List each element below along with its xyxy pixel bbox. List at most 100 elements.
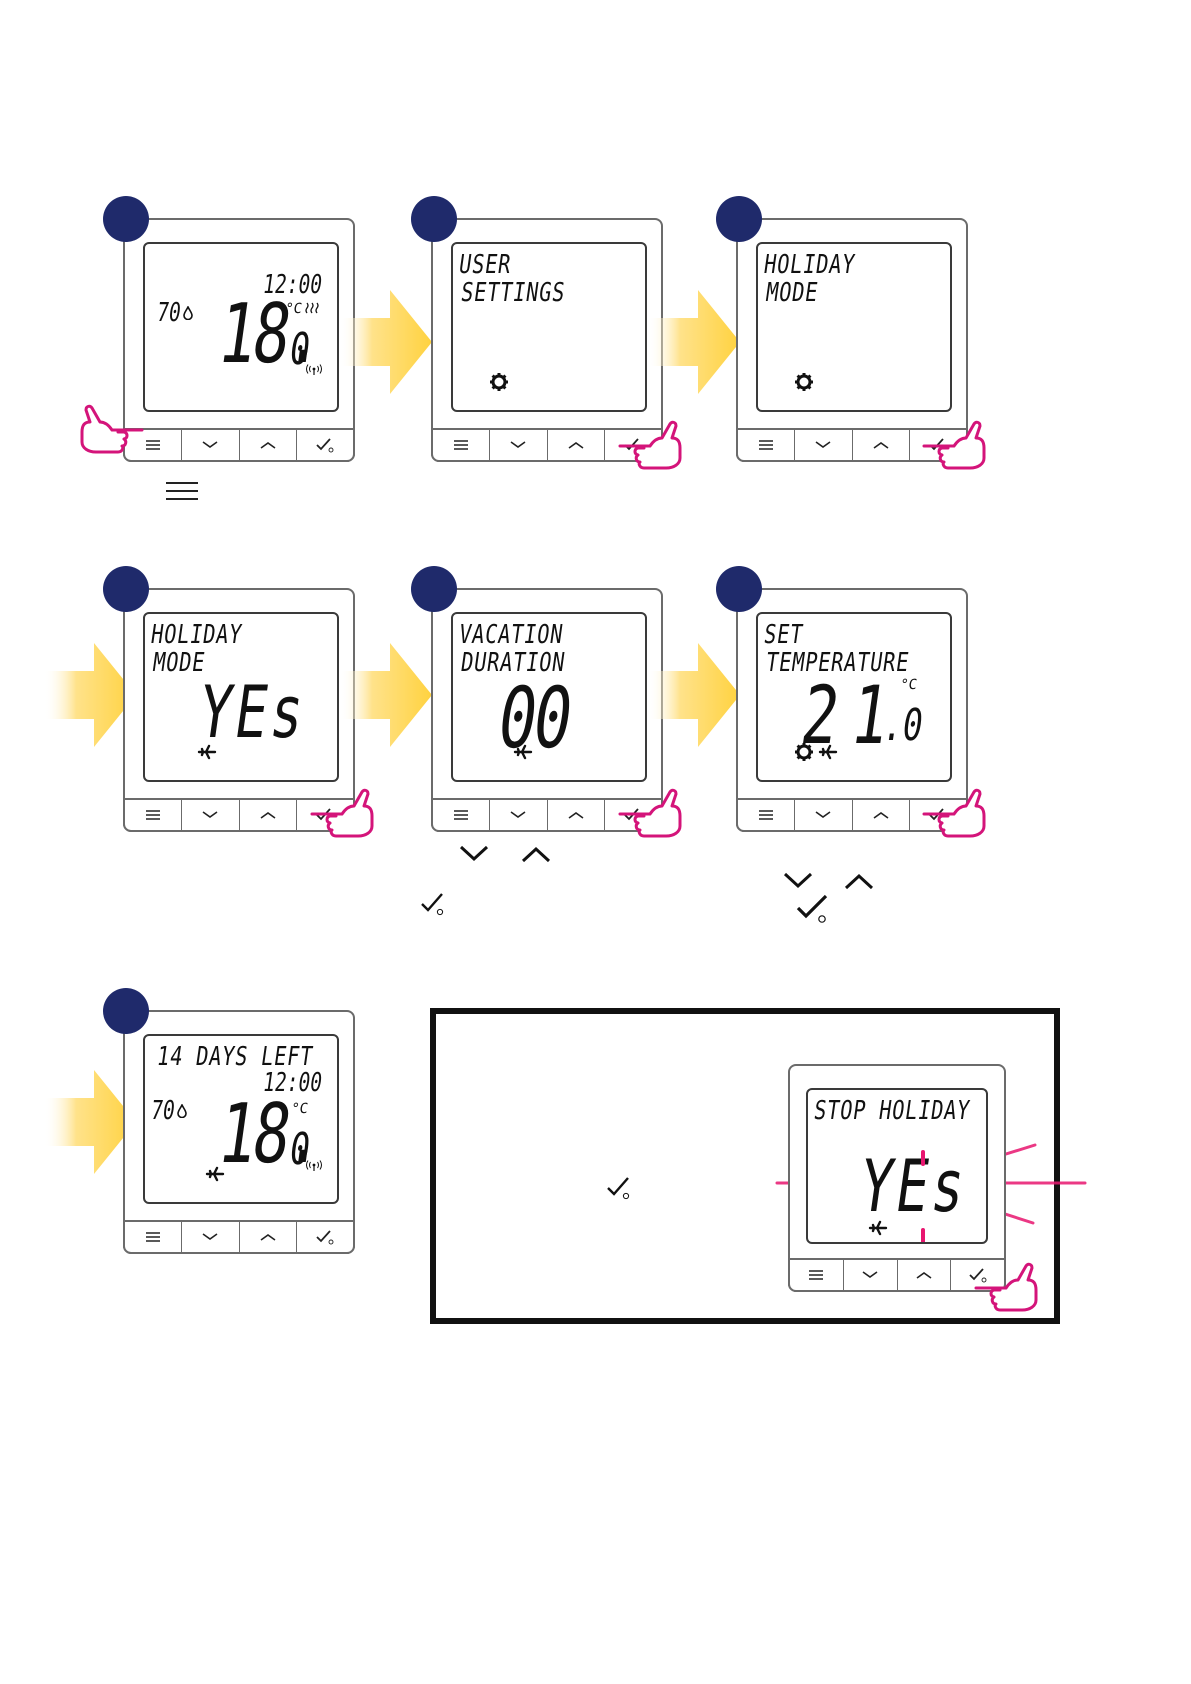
chevron-up-icon bbox=[567, 440, 585, 450]
check-power-icon bbox=[315, 1229, 335, 1245]
screen-line-1: 14 DAYS LEFT bbox=[155, 1044, 315, 1070]
down-button[interactable] bbox=[844, 1260, 898, 1290]
down-button[interactable] bbox=[182, 800, 239, 830]
flash-rays bbox=[908, 1150, 938, 1244]
menu-button[interactable] bbox=[125, 1222, 182, 1252]
thermostat-step-1: 12:00 70 18. 0 °C bbox=[123, 218, 355, 462]
down-button[interactable] bbox=[795, 430, 852, 460]
unit-label: °C bbox=[290, 1102, 309, 1116]
airplane-icon bbox=[205, 1164, 225, 1184]
thermostat-step-7: 14 DAYS LEFT 12:00 70 18. 0 °C bbox=[123, 1010, 355, 1254]
up-button[interactable] bbox=[853, 800, 910, 830]
check-power-icon bbox=[606, 1176, 632, 1200]
menu-button[interactable] bbox=[125, 800, 182, 830]
down-button[interactable] bbox=[182, 1222, 239, 1252]
step-badge-5 bbox=[411, 566, 457, 612]
up-button[interactable] bbox=[548, 430, 605, 460]
pointing-hand-icon bbox=[922, 788, 988, 838]
confirm-button[interactable] bbox=[297, 1222, 353, 1252]
menu-icon bbox=[145, 809, 161, 821]
arrow-right-icon bbox=[648, 643, 740, 747]
down-button[interactable] bbox=[490, 430, 547, 460]
step-badge-1 bbox=[103, 196, 149, 242]
screen-line-1: HOLIDAY bbox=[149, 622, 244, 648]
screen-step-4: HOLIDAY MODE YEs bbox=[143, 612, 339, 782]
chevron-up-icon bbox=[259, 810, 277, 820]
menu-icon bbox=[453, 439, 469, 451]
heat-waves-icon bbox=[305, 302, 319, 314]
up-button[interactable] bbox=[240, 800, 297, 830]
chevron-down-icon bbox=[782, 871, 814, 891]
airplane-icon bbox=[868, 1218, 888, 1238]
menu-icon bbox=[164, 480, 200, 502]
down-button[interactable] bbox=[795, 800, 852, 830]
screen-step-5: VACATION DURATION 00 bbox=[451, 612, 647, 782]
screen-line-1: VACATION bbox=[457, 622, 565, 648]
chevron-up-icon bbox=[259, 1232, 277, 1242]
menu-button[interactable] bbox=[790, 1260, 844, 1290]
menu-button[interactable] bbox=[433, 800, 490, 830]
chevron-down-icon bbox=[201, 440, 219, 450]
screen-step-7: 14 DAYS LEFT 12:00 70 18. 0 °C bbox=[143, 1034, 339, 1204]
humidity-readout: 70 bbox=[155, 300, 182, 326]
pointing-hand-icon bbox=[974, 1262, 1040, 1312]
chevron-up-icon bbox=[567, 810, 585, 820]
chevron-down-icon bbox=[861, 1270, 879, 1280]
up-button[interactable] bbox=[240, 1222, 297, 1252]
menu-button[interactable] bbox=[738, 800, 795, 830]
up-button[interactable] bbox=[240, 430, 297, 460]
menu-icon bbox=[145, 439, 161, 451]
unit-label: °C bbox=[284, 302, 303, 316]
chevron-up-icon bbox=[259, 440, 277, 450]
menu-button[interactable] bbox=[433, 430, 490, 460]
confirm-button[interactable] bbox=[297, 430, 353, 460]
chevron-up-icon bbox=[872, 440, 890, 450]
gear-icon bbox=[489, 372, 509, 392]
button-row bbox=[123, 428, 355, 462]
down-button[interactable] bbox=[490, 800, 547, 830]
menu-button[interactable] bbox=[738, 430, 795, 460]
chevron-down-icon bbox=[814, 810, 832, 820]
pointing-hand-icon bbox=[310, 788, 376, 838]
screen-line-2: SETTINGS bbox=[459, 280, 567, 306]
screen-step-6: SET TEMPERATURE 21 .0 °C bbox=[756, 612, 952, 782]
unit-label: °C bbox=[899, 678, 918, 692]
check-power-icon bbox=[420, 892, 446, 916]
arrow-right-icon bbox=[340, 290, 432, 394]
screen-step-1: 12:00 70 18. 0 °C bbox=[143, 242, 339, 412]
chevron-up-icon bbox=[520, 844, 552, 864]
button-row bbox=[123, 1220, 355, 1254]
arrow-right-icon bbox=[340, 643, 432, 747]
menu-icon bbox=[453, 809, 469, 821]
chevron-down-icon bbox=[201, 810, 219, 820]
wireless-signal-icon bbox=[305, 1160, 323, 1172]
menu-icon bbox=[758, 439, 774, 451]
drop-icon bbox=[183, 306, 193, 320]
airplane-icon bbox=[818, 742, 838, 762]
down-button[interactable] bbox=[182, 430, 239, 460]
humidity-readout: 70 bbox=[149, 1098, 176, 1124]
airplane-icon bbox=[513, 742, 533, 762]
up-button[interactable] bbox=[853, 430, 910, 460]
check-power-icon bbox=[315, 437, 335, 453]
chevron-up-icon bbox=[872, 810, 890, 820]
step-badge-6 bbox=[716, 566, 762, 612]
screen-step-2: USER SETTINGS bbox=[451, 242, 647, 412]
screen-line-2: MODE bbox=[764, 280, 820, 306]
gear-icon bbox=[794, 372, 814, 392]
menu-icon bbox=[808, 1269, 824, 1281]
gear-icon bbox=[794, 742, 814, 762]
chevron-up-icon bbox=[915, 1270, 933, 1280]
menu-icon bbox=[758, 809, 774, 821]
screen-line-1: HOLIDAY bbox=[762, 252, 857, 278]
chevron-up-icon bbox=[843, 871, 875, 891]
arrow-right-icon bbox=[648, 290, 740, 394]
up-button[interactable] bbox=[548, 800, 605, 830]
pointing-hand-icon bbox=[922, 420, 988, 470]
step-badge-2 bbox=[411, 196, 457, 242]
value-readout: 00 bbox=[493, 676, 575, 760]
up-button[interactable] bbox=[898, 1260, 952, 1290]
value-decimal: .0 bbox=[880, 704, 926, 748]
airplane-icon bbox=[197, 742, 217, 762]
step-badge-7 bbox=[103, 988, 149, 1034]
